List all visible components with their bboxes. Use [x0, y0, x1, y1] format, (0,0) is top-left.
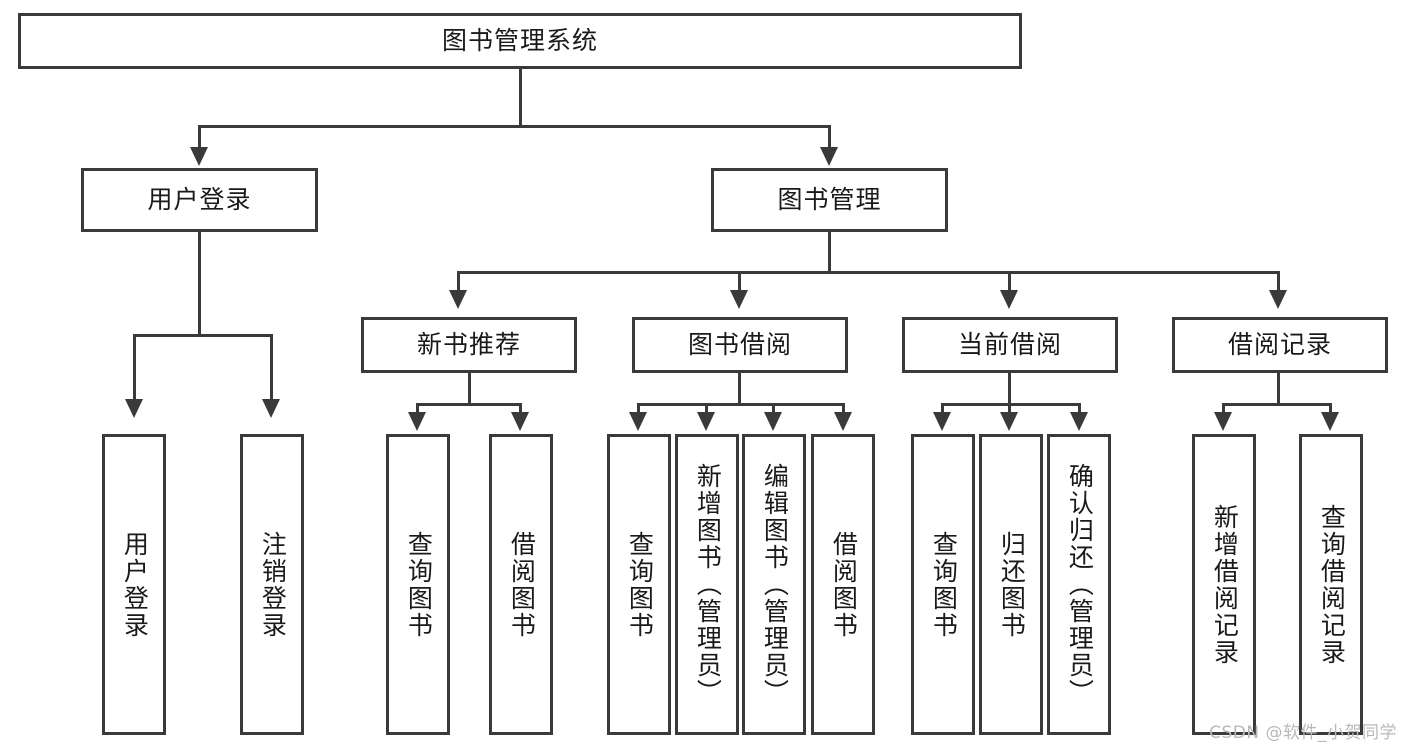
connector-cb-drop-3: [1078, 403, 1081, 417]
node-label: 查询图书: [625, 530, 655, 639]
leaf-bb-query-book[interactable]: 查询图书: [607, 434, 671, 735]
leaf-cb-return-book[interactable]: 归还图书: [979, 434, 1043, 735]
leaf-br-add-record[interactable]: 新增借阅记录: [1192, 434, 1256, 735]
connector-bb-drop-3: [772, 403, 775, 417]
connector-bb-drop-2: [705, 403, 708, 417]
connector-br-trunk: [1277, 373, 1280, 405]
node-label: 新书推荐: [416, 330, 521, 359]
arrowhead-to-user-login: [190, 147, 208, 166]
arrowhead-nbr-leaf-2: [511, 412, 529, 431]
connector-br-drop-1: [1222, 403, 1225, 417]
connector-br-drop-2: [1329, 403, 1332, 417]
arrowhead-bb-leaf-3: [764, 412, 782, 431]
connector-user-login-drop-2: [270, 334, 273, 402]
connector-cb-drop-1: [941, 403, 944, 417]
node-label: 新增图书（管理员）: [693, 463, 723, 706]
arrowhead-nbr-leaf-1: [408, 412, 426, 431]
connector-bb-drop-4: [842, 403, 845, 417]
connector-user-login-bus: [133, 334, 273, 337]
arrowhead-to-book-management: [820, 147, 838, 166]
connector-user-login-trunk: [198, 232, 201, 337]
node-label: 查询借阅记录: [1317, 503, 1347, 666]
node-label: 图书管理: [777, 185, 882, 214]
leaf-bb-borrow-book[interactable]: 借阅图书: [811, 434, 875, 735]
connector-bb-bus: [637, 403, 845, 406]
node-label: 当前借阅: [957, 330, 1062, 359]
connector-nbr-drop-2: [519, 403, 522, 417]
connector-bb-trunk: [738, 373, 741, 405]
node-label: 新增借阅记录: [1210, 503, 1240, 666]
leaf-nbr-borrow-book[interactable]: 借阅图书: [489, 434, 553, 735]
node-label: 用户登录: [147, 185, 252, 214]
csdn-watermark: CSDN @软件_小贺同学: [1209, 723, 1397, 743]
arrowhead-current-borrow: [1000, 290, 1018, 309]
node-root-book-management-system[interactable]: 图书管理系统: [18, 13, 1022, 69]
connector-root-to-user-login: [198, 125, 201, 151]
node-current-borrow[interactable]: 当前借阅: [902, 317, 1118, 373]
arrowhead-br-leaf-1: [1214, 412, 1232, 431]
node-label: 确认归还（管理员）: [1065, 463, 1095, 706]
connector-br-bus: [1222, 403, 1332, 406]
arrowhead-user-login-leaf-1: [125, 399, 143, 418]
connector-bb-drop-1: [637, 403, 640, 417]
node-label: 查询图书: [929, 530, 959, 639]
connector-bm-drop-1: [457, 271, 460, 293]
leaf-bb-add-book-admin[interactable]: 新增图书（管理员）: [675, 434, 739, 735]
node-label: 注销登录: [258, 530, 288, 639]
leaf-user-login-logout[interactable]: 注销登录: [240, 434, 304, 735]
arrowhead-book-borrow: [730, 290, 748, 309]
node-book-management[interactable]: 图书管理: [711, 168, 948, 232]
arrowhead-br-leaf-2: [1321, 412, 1339, 431]
connector-nbr-drop-1: [416, 403, 419, 417]
connector-book-management-trunk: [828, 232, 831, 274]
leaf-nbr-query-book[interactable]: 查询图书: [386, 434, 450, 735]
connector-root-trunk: [519, 69, 522, 127]
node-label: 图书借阅: [687, 330, 792, 359]
leaf-bb-edit-book-admin[interactable]: 编辑图书（管理员）: [742, 434, 806, 735]
connector-root-bus: [198, 125, 831, 128]
arrowhead-bb-leaf-4: [834, 412, 852, 431]
leaf-user-login-login[interactable]: 用户登录: [102, 434, 166, 735]
connector-cb-trunk: [1008, 373, 1011, 405]
node-borrow-record[interactable]: 借阅记录: [1172, 317, 1388, 373]
node-label: 借阅图书: [829, 530, 859, 639]
connector-bm-drop-3: [1008, 271, 1011, 293]
node-book-borrow[interactable]: 图书借阅: [632, 317, 848, 373]
connector-bm-drop-4: [1277, 271, 1280, 293]
node-user-login[interactable]: 用户登录: [81, 168, 318, 232]
node-label: 查询图书: [404, 530, 434, 639]
connector-nbr-trunk: [468, 373, 471, 405]
connector-user-login-drop-1: [133, 334, 136, 402]
arrowhead-cb-leaf-2: [1000, 412, 1018, 431]
leaf-cb-query-book[interactable]: 查询图书: [911, 434, 975, 735]
node-label: 归还图书: [997, 530, 1027, 639]
connector-root-to-book-management: [828, 125, 831, 151]
connector-nbr-bus: [416, 403, 522, 406]
leaf-cb-confirm-return-admin[interactable]: 确认归还（管理员）: [1047, 434, 1111, 735]
node-label: 借阅图书: [507, 530, 537, 639]
arrowhead-new-book-recommend: [449, 290, 467, 309]
arrowhead-borrow-record: [1269, 290, 1287, 309]
node-new-book-recommend[interactable]: 新书推荐: [361, 317, 577, 373]
node-label: 编辑图书（管理员）: [760, 463, 790, 706]
connector-cb-bus: [941, 403, 1081, 406]
arrowhead-cb-leaf-3: [1070, 412, 1088, 431]
node-label: 借阅记录: [1227, 330, 1332, 359]
connector-bm-drop-2: [738, 271, 741, 293]
connector-cb-drop-2: [1008, 403, 1011, 417]
arrowhead-bb-leaf-2: [697, 412, 715, 431]
connector-book-management-bus: [457, 271, 1280, 274]
node-label: 用户登录: [120, 530, 150, 639]
arrowhead-bb-leaf-1: [629, 412, 647, 431]
arrowhead-user-login-leaf-2: [262, 399, 280, 418]
arrowhead-cb-leaf-1: [933, 412, 951, 431]
leaf-br-query-record[interactable]: 查询借阅记录: [1299, 434, 1363, 735]
node-label: 图书管理系统: [441, 26, 598, 55]
